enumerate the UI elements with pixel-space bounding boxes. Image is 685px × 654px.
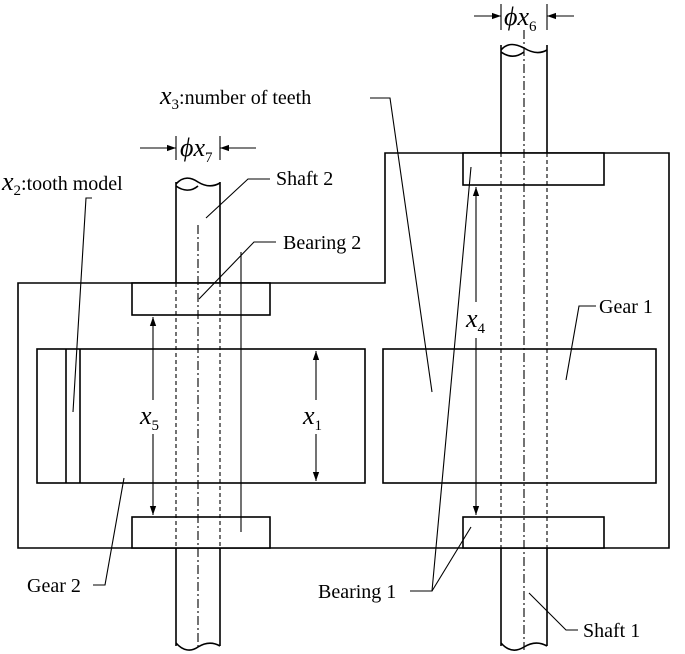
svg-text:x1: x1	[302, 401, 322, 434]
shaft-1-label: Shaft 1	[583, 620, 640, 642]
phi-symbol: ϕ	[504, 2, 517, 31]
gear-1-label: Gear 1	[599, 296, 653, 318]
bearing-2-top	[131, 282, 271, 316]
bearing-2-label: Bearing 2	[283, 232, 361, 254]
svg-text:ϕx7: ϕx7	[180, 133, 213, 166]
bearing-2-bottom	[131, 516, 271, 549]
tooth-model-label: x2:tooth model	[1, 167, 123, 199]
number-of-teeth-label: x3:number of teeth	[159, 81, 311, 113]
hidden-lines	[175, 153, 548, 548]
dimension-x5: x5	[138, 317, 168, 515]
bearing-1-top	[462, 152, 605, 186]
svg-text:x5: x5	[139, 401, 159, 434]
dim-var: x	[192, 133, 205, 162]
dim-sub: 6	[529, 19, 537, 35]
svg-text:ϕx6: ϕx6	[504, 2, 537, 35]
bearing-1-bottom	[462, 516, 605, 549]
dimension-shaft-2-diameter: ϕx7	[140, 133, 256, 166]
dim-sub: 7	[205, 150, 213, 166]
dimension-x1: x1	[300, 351, 332, 481]
phi-symbol: ϕ	[180, 133, 193, 162]
shaft-1	[500, 43, 548, 651]
leader-lines	[72, 97, 596, 631]
shaft-2-label: Shaft 2	[276, 168, 333, 190]
svg-text:x4: x4	[465, 304, 486, 337]
dim-var: x	[516, 2, 529, 31]
dimension-shaft-1-diameter: ϕx6	[474, 2, 574, 35]
gear-2-label: Gear 2	[27, 575, 81, 597]
shaft-2	[175, 177, 221, 651]
bearing-1-label: Bearing 1	[318, 581, 396, 603]
gear-1	[382, 348, 657, 484]
gearbox-housing	[17, 152, 670, 549]
dimension-x4: x4	[464, 187, 492, 515]
